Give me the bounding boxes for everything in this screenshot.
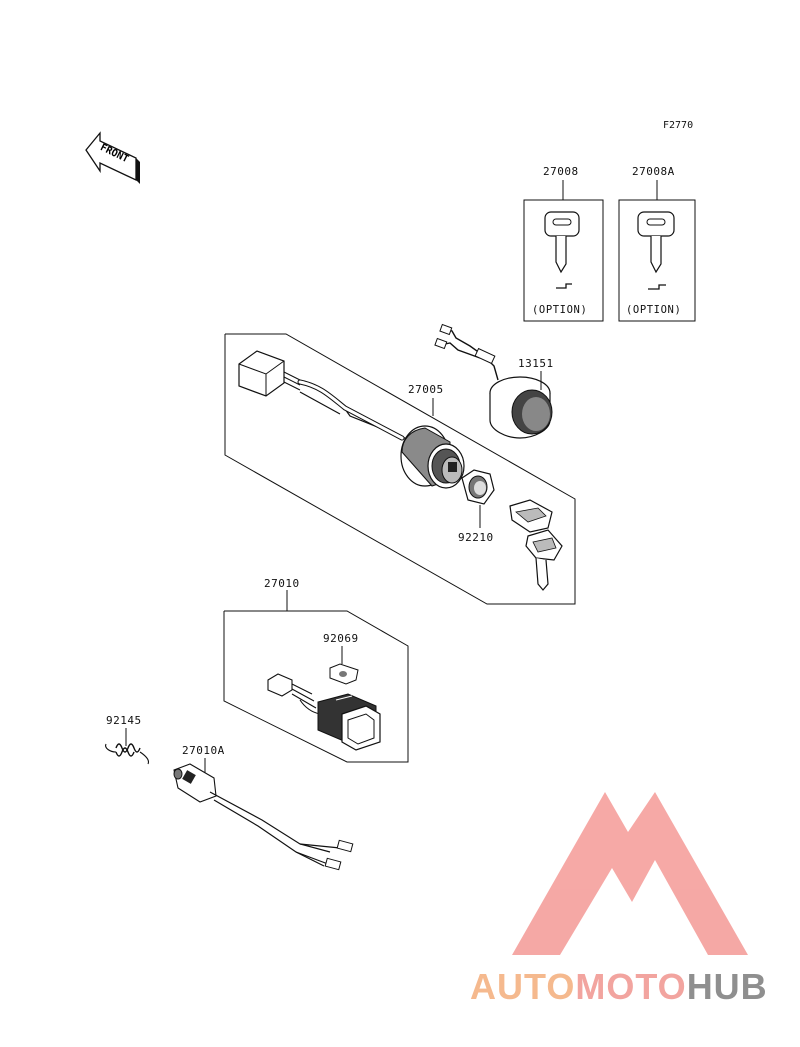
front-arrow-icon: FRONT [85, 131, 140, 184]
ignition-switch-group [224, 333, 576, 605]
watermark-moto: MOTO [575, 966, 687, 1007]
watermark-logo-icon [512, 792, 748, 955]
watermark-hub: HUB [686, 966, 768, 1007]
figure-code: F2770 [663, 120, 694, 131]
nut-icon [461, 469, 495, 505]
option-note-27008A: (OPTION) [626, 304, 682, 316]
part-label-92145: 92145 [106, 714, 142, 727]
watermark-auto: AUTO [470, 966, 576, 1007]
connector-icon [267, 673, 321, 715]
switch-27010-group [223, 590, 409, 763]
key-blank-icon [544, 211, 580, 274]
watermark-wordmark: AUTOMOTOHUB [470, 966, 768, 1008]
part-label-92069: 92069 [323, 632, 359, 645]
part-label-27005: 27005 [408, 383, 444, 396]
option-note-27008: (OPTION) [532, 304, 588, 316]
part-label-27010A: 27010A [182, 744, 225, 757]
spring-icon [105, 728, 150, 765]
switch-lead-icon [173, 758, 354, 871]
connector-icon [238, 350, 301, 397]
ignition-switch-body-icon [400, 425, 465, 489]
part-label-92210: 92210 [458, 531, 494, 544]
clip-icon [329, 663, 359, 685]
switch-cap-icon [434, 323, 553, 439]
part-label-27010: 27010 [264, 577, 300, 590]
part-label-27008A: 27008A [632, 165, 675, 178]
key-set-icon [509, 499, 563, 591]
option-box-27008A [618, 180, 696, 322]
option-box-27008 [523, 180, 604, 322]
push-switch-icon [317, 693, 381, 751]
part-label-27008: 27008 [543, 165, 579, 178]
key-blank-icon [637, 211, 675, 274]
part-label-13151: 13151 [518, 357, 554, 370]
